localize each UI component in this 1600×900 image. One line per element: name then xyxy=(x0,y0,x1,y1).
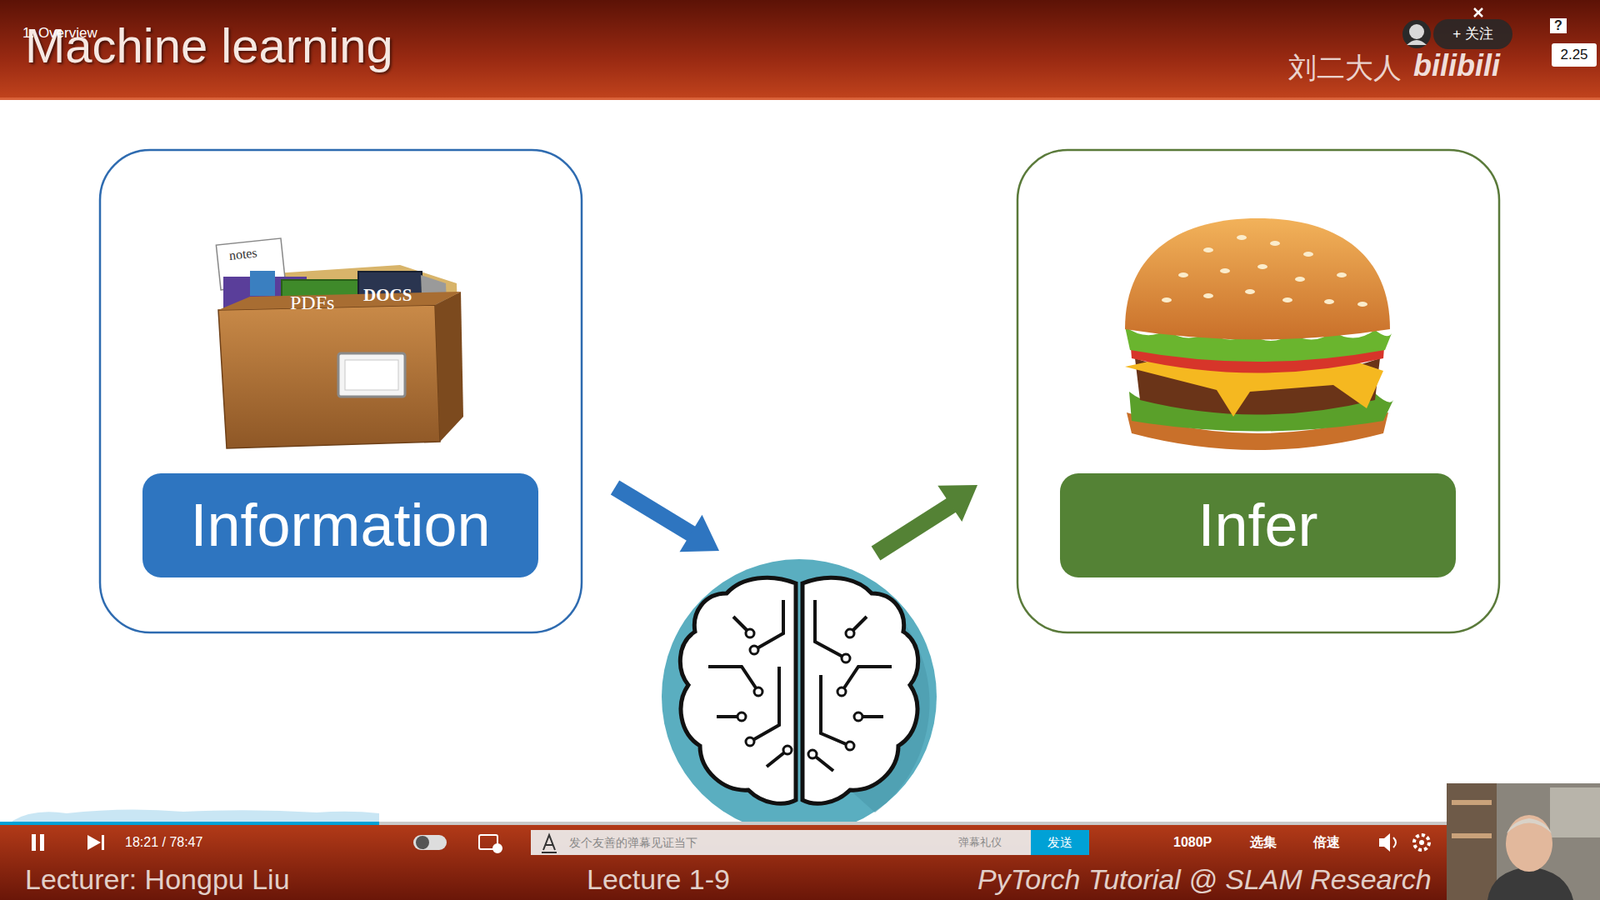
progress-track xyxy=(0,821,1600,825)
settings-icon xyxy=(1414,835,1430,850)
time-label: 18:21 / 78:47 xyxy=(125,835,203,850)
send-button: 发送 xyxy=(1030,830,1090,855)
item-label: PDFs xyxy=(290,291,335,315)
node-text: 2.25 xyxy=(1560,47,1588,64)
flow-arrow xyxy=(875,485,978,554)
speed-badge: 2.25 xyxy=(1551,43,1597,67)
avatar-icon xyxy=(1402,20,1431,49)
footer-text: Lecture 1-9 xyxy=(586,863,730,896)
panel-outline xyxy=(1017,150,1500,633)
danmaku-toggle xyxy=(413,835,447,850)
progress-fill xyxy=(0,821,380,825)
header-band xyxy=(0,0,1600,100)
text-style-icon xyxy=(541,835,557,854)
burger-illustration xyxy=(1125,218,1394,450)
footer-text: PyTorch Tutorial @ SLAM Research xyxy=(977,863,1432,896)
input-placeholder: 发个友善的弹幕见证当下 xyxy=(569,835,698,850)
panel-outline xyxy=(100,150,582,633)
node-text: Information xyxy=(190,492,490,559)
webcam-inset xyxy=(1446,783,1600,900)
quality-label: 1080P xyxy=(1173,835,1212,850)
process-box: Infer xyxy=(1060,473,1456,578)
item-label: notes xyxy=(228,245,259,264)
footer-text: Lecturer: Hongpu Liu xyxy=(25,863,290,896)
node-text: Infer xyxy=(1197,492,1318,559)
header-rule xyxy=(0,97,1600,100)
file-box-illustration xyxy=(215,238,464,449)
comment-input xyxy=(530,830,1031,855)
volume-icon xyxy=(1379,833,1396,852)
next-icon xyxy=(87,835,105,850)
menu-label: 选集 xyxy=(1250,835,1277,850)
item-label: DOCS xyxy=(363,285,412,305)
node-text: + 关注 xyxy=(1452,26,1494,43)
danmaku-settings-icon xyxy=(479,835,502,853)
follow-button: + 关注 xyxy=(1433,19,1513,50)
menu-label: 倍速 xyxy=(1313,835,1340,850)
help-icon: ? xyxy=(1550,18,1567,34)
process-box: Information xyxy=(142,473,539,578)
flow-arrow xyxy=(615,487,720,552)
brain-icon xyxy=(661,559,937,835)
pause-icon xyxy=(31,834,45,851)
footer-band xyxy=(0,825,1600,900)
node-text: 发送 xyxy=(1047,835,1073,850)
watermark: 刘二大人 xyxy=(1288,51,1402,85)
close-icon xyxy=(1474,8,1483,17)
link-label: 弹幕礼仪 xyxy=(958,836,1002,850)
watermark: bilibili xyxy=(1413,48,1500,83)
section-label: 1. Overview xyxy=(22,25,98,42)
